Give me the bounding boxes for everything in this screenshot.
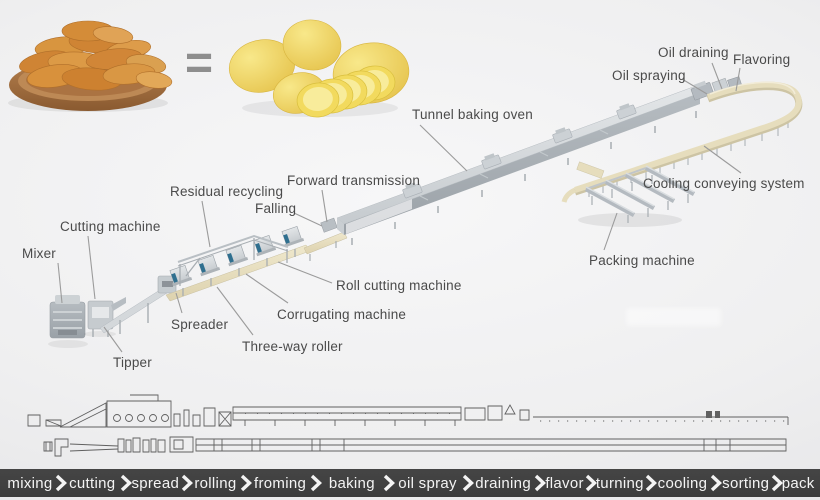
chevron-right-icon: [181, 474, 194, 492]
tipper-machine: [84, 297, 126, 337]
technical-drawing-side-view: [27, 394, 789, 428]
callout-line-cooling-conveying-system: [703, 145, 742, 174]
process-step-pack: pack: [776, 469, 820, 497]
callout-line-packing-machine: [603, 212, 618, 251]
callout-packing-machine: Packing machine: [589, 253, 695, 268]
callout-flavoring: Flavoring: [733, 52, 791, 67]
callout-falling: Falling: [255, 201, 297, 216]
process-step-label: oil spray: [398, 474, 457, 492]
tunnel-oven: [336, 86, 701, 245]
process-step-label: flavor: [545, 474, 584, 492]
process-step-baking: baking: [315, 469, 396, 497]
chevron-right-icon: [120, 474, 132, 492]
packing-machine-illustration: [576, 161, 696, 227]
incline-conveyor: [99, 275, 177, 334]
callout-line-roll-cutting-machine: [277, 261, 333, 284]
faint-watermark: [626, 308, 721, 326]
callout-line-residual-recycling: [201, 200, 211, 248]
process-step-turning: turning: [590, 469, 657, 497]
forward-transmission-segment: [303, 217, 348, 261]
process-step-label: baking: [328, 474, 375, 492]
callout-roll-cutting-machine: Roll cutting machine: [336, 278, 462, 293]
potato-slices: [296, 65, 396, 118]
callout-spreader: Spreader: [171, 317, 229, 332]
chevron-right-icon: [55, 474, 68, 492]
callout-residual-recycling: Residual recycling: [170, 184, 284, 199]
callout-line-tipper: [103, 326, 123, 353]
chips-plate-image: [8, 20, 173, 112]
process-step-label: mixing: [7, 474, 53, 492]
process-step-sorting: sorting: [715, 469, 784, 497]
callout-line-three-way-roller: [216, 286, 254, 336]
process-step-mixing: mixing: [0, 469, 68, 497]
chevron-right-icon: [384, 474, 396, 492]
callout-line-forward-transmission: [321, 189, 328, 223]
process-step-rolling: rolling: [186, 469, 252, 497]
chevron-right-icon: [311, 474, 323, 492]
callout-cutting-machine: Cutting machine: [60, 219, 161, 234]
process-step-cooling: cooling: [650, 469, 723, 497]
chevron-right-icon: [462, 474, 474, 492]
chevron-right-icon: [585, 474, 597, 492]
chevron-right-icon: [645, 474, 657, 492]
process-step-cutting: cutting: [60, 469, 132, 497]
roller-machines: [165, 225, 311, 302]
callout-line-flavoring: [735, 67, 741, 92]
process-step-froming: froming: [245, 469, 323, 497]
process-step-label: draining: [475, 474, 531, 492]
process-step-draining: draining: [467, 469, 547, 497]
equals-sign: =: [184, 37, 214, 90]
callout-line-oil-spraying: [681, 78, 708, 95]
callout-line-tunnel-baking-oven: [419, 124, 468, 172]
potatoes-image: [228, 19, 410, 118]
process-step-flavor: flavor: [539, 469, 597, 497]
process-step-label: rolling: [194, 474, 237, 492]
process-step-label: turning: [595, 474, 644, 492]
process-step-label: cooling: [657, 474, 708, 492]
process-step-label: pack: [781, 474, 815, 492]
callout-line-corrugating-machine: [245, 273, 289, 304]
process-step-label: spread: [131, 474, 180, 492]
callout-tunnel-baking-oven: Tunnel baking oven: [412, 107, 533, 122]
technical-drawing-plan-view: [43, 436, 787, 457]
callout-line-oil-draining: [711, 62, 723, 90]
process-bar: mixing cutting spread rolling froming baking o…: [0, 469, 820, 497]
callout-line-mixer: [57, 262, 63, 304]
callout-oil-spraying: Oil spraying: [612, 68, 686, 83]
chevron-right-icon: [772, 474, 784, 492]
process-step-label: sorting: [722, 474, 770, 492]
process-step-label: cutting: [69, 474, 116, 492]
chevron-right-icon: [240, 474, 252, 492]
callout-forward-transmission: Forward transmission: [287, 173, 421, 188]
chevron-right-icon: [535, 474, 547, 492]
process-step-spread: spread: [125, 469, 194, 497]
callout-tipper: Tipper: [113, 355, 152, 370]
process-step-oil-spray: oil spray: [388, 469, 474, 497]
callout-corrugating-machine: Corrugating machine: [277, 307, 407, 322]
callout-cooling-conveying-system: Cooling conveying system: [643, 176, 805, 191]
callout-line-spreader: [175, 292, 183, 314]
mixer-machine: [48, 295, 88, 348]
callout-line-falling: [293, 212, 323, 227]
callout-mixer: Mixer: [22, 246, 56, 261]
callout-line-cutting-machine: [87, 235, 96, 300]
process-step-label: froming: [254, 474, 307, 492]
cooling-conveyor: [561, 81, 803, 203]
callout-oil-draining: Oil draining: [658, 45, 729, 60]
chevron-right-icon: [710, 474, 723, 492]
residual-recycling-frame: [177, 234, 289, 286]
callout-three-way-roller: Three-way roller: [242, 339, 343, 354]
